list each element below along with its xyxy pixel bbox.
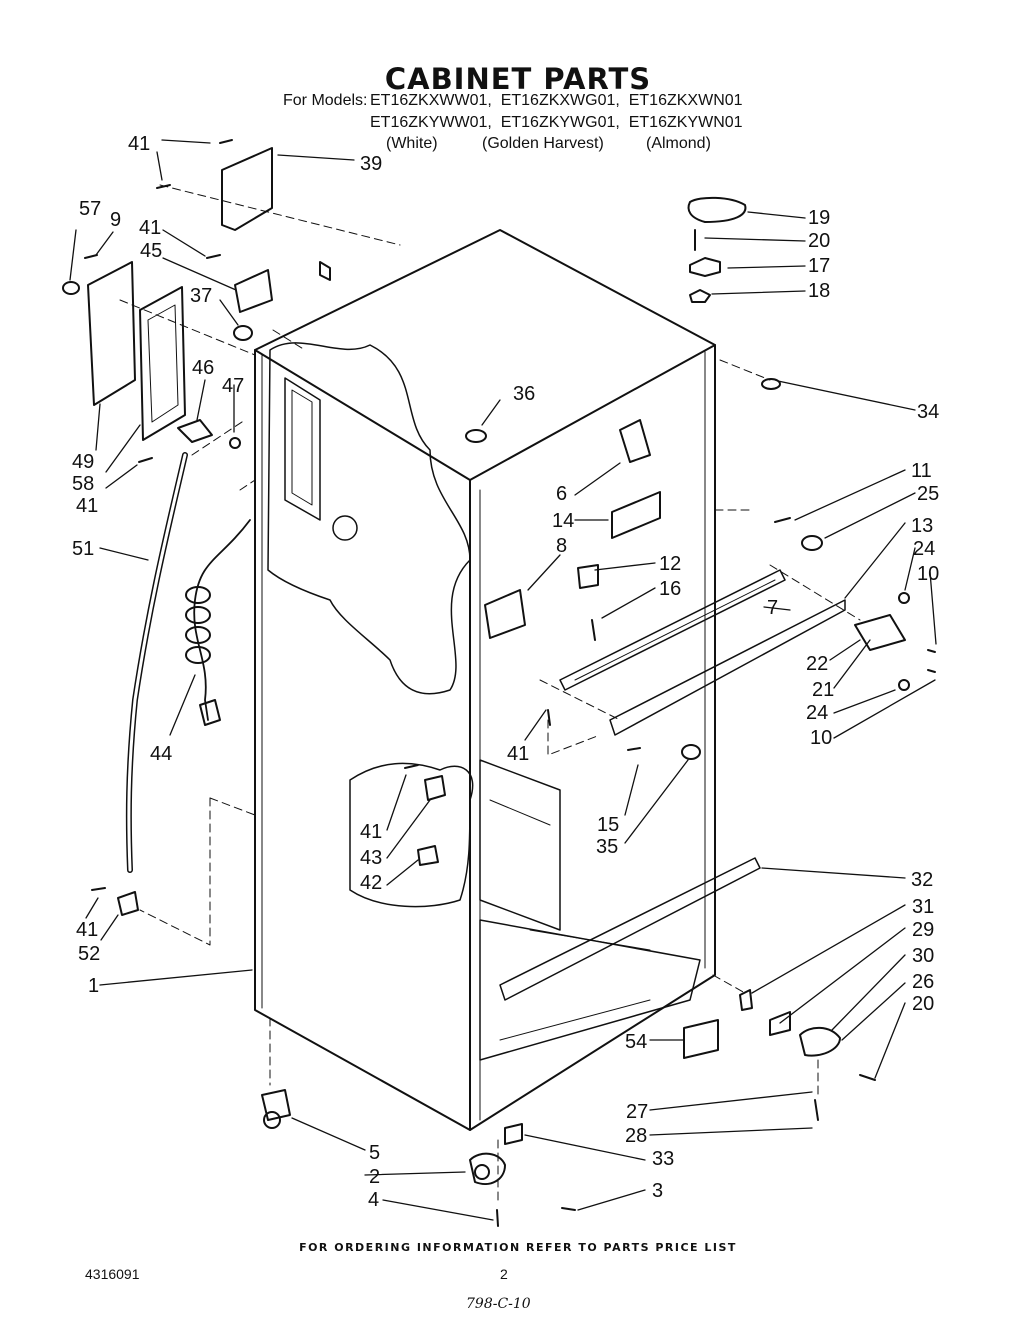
callout-14: 14 bbox=[552, 510, 574, 532]
callout-41: 41 bbox=[360, 821, 382, 843]
callout-35: 35 bbox=[596, 836, 618, 858]
grille-39 bbox=[221, 147, 273, 231]
power-cord-44 bbox=[193, 519, 251, 721]
callout-13: 13 bbox=[911, 515, 933, 537]
water-line-51 bbox=[125, 452, 188, 873]
callout-10: 10 bbox=[917, 563, 939, 585]
callout-25: 25 bbox=[917, 483, 939, 505]
roller-2 bbox=[469, 1152, 506, 1185]
callout-27: 27 bbox=[626, 1101, 648, 1123]
callout-41: 41 bbox=[128, 133, 150, 155]
callout-52: 52 bbox=[78, 943, 100, 965]
callout-21: 21 bbox=[812, 679, 834, 701]
callout-1: 1 bbox=[88, 975, 99, 997]
callout-6: 6 bbox=[556, 483, 567, 505]
callout-22: 22 bbox=[806, 653, 828, 675]
callout-11: 11 bbox=[911, 460, 932, 482]
models-line-1: ET16ZKXWW01, ET16ZKXWG01, ET16ZKXWN01 bbox=[370, 92, 743, 109]
callout-42: 42 bbox=[360, 872, 382, 894]
rail-13 bbox=[609, 599, 846, 736]
callout-37: 37 bbox=[190, 285, 212, 307]
page-number: 2 bbox=[500, 1266, 508, 1282]
hinge-bracket-6 bbox=[619, 419, 651, 463]
callout-2: 2 bbox=[369, 1166, 380, 1188]
callout-58: 58 bbox=[72, 473, 94, 495]
gasket-58 bbox=[139, 286, 186, 441]
callout-57: 57 bbox=[79, 198, 101, 220]
callout-32: 32 bbox=[911, 869, 933, 891]
callout-49: 49 bbox=[72, 451, 94, 473]
callout-24: 24 bbox=[806, 702, 828, 724]
color-white: (White) bbox=[386, 135, 438, 152]
callout-20: 20 bbox=[912, 993, 934, 1015]
callout-54: 54 bbox=[625, 1031, 647, 1053]
callout-16: 16 bbox=[659, 578, 681, 600]
callout-36: 36 bbox=[513, 383, 535, 405]
lower-cutaway bbox=[349, 762, 474, 908]
callout-18: 18 bbox=[808, 280, 830, 302]
callout-51: 51 bbox=[72, 538, 94, 560]
page-title: CABINET PARTS bbox=[384, 62, 652, 96]
callout-34: 34 bbox=[917, 401, 939, 423]
callout-43: 43 bbox=[360, 847, 382, 869]
callout-9: 9 bbox=[110, 209, 121, 231]
callout-33: 33 bbox=[652, 1148, 674, 1170]
callout-5: 5 bbox=[369, 1142, 380, 1164]
callout-10: 10 bbox=[810, 727, 832, 749]
callout-28: 28 bbox=[625, 1125, 647, 1147]
callout-26: 26 bbox=[912, 971, 934, 993]
callout-12: 12 bbox=[659, 553, 681, 575]
trim-49 bbox=[87, 261, 136, 406]
callout-8: 8 bbox=[556, 535, 567, 557]
callout-47: 47 bbox=[222, 375, 244, 397]
cabinet-top bbox=[254, 229, 716, 481]
callout-41: 41 bbox=[76, 495, 98, 517]
callout-20: 20 bbox=[808, 230, 830, 252]
roller-5 bbox=[261, 1089, 291, 1121]
callout-15: 15 bbox=[597, 814, 619, 836]
rail-32 bbox=[499, 857, 761, 1001]
ordering-note: FOR ORDERING INFORMATION REFER TO PARTS … bbox=[299, 1241, 737, 1254]
callout-39: 39 bbox=[360, 153, 382, 175]
assembly-lines bbox=[119, 184, 861, 1201]
callout-24: 24 bbox=[913, 538, 935, 560]
callout-41: 41 bbox=[76, 919, 98, 941]
cabinet-side bbox=[469, 344, 716, 1131]
document-number: 4316091 bbox=[85, 1266, 140, 1282]
callout-31: 31 bbox=[912, 896, 934, 918]
top-hinge-cover bbox=[687, 196, 747, 223]
leader-lines bbox=[69, 139, 937, 1221]
callout-30: 30 bbox=[912, 945, 934, 967]
callout-17: 17 bbox=[808, 255, 830, 277]
callout-29: 29 bbox=[912, 919, 934, 941]
callout-4: 4 bbox=[368, 1189, 379, 1211]
callout-45: 45 bbox=[140, 240, 162, 262]
callout-3: 3 bbox=[652, 1180, 663, 1202]
handwritten-note: 798-C-10 bbox=[466, 1296, 531, 1312]
color-golden-harvest: (Golden Harvest) bbox=[482, 135, 604, 152]
rail-7 bbox=[559, 569, 786, 691]
callout-46: 46 bbox=[192, 357, 214, 379]
bottom-hinge-26 bbox=[799, 1026, 841, 1057]
callout-44: 44 bbox=[150, 743, 172, 765]
callout-41: 41 bbox=[507, 743, 529, 765]
callout-41: 41 bbox=[139, 217, 161, 239]
callout-19: 19 bbox=[808, 207, 830, 229]
callout-7: 7 bbox=[767, 597, 778, 619]
cabinet-front-face bbox=[254, 349, 471, 1131]
models-line-2: ET16ZKYWW01, ET16ZKYWG01, ET16ZKYWN01 bbox=[370, 114, 743, 131]
models-prefix: For Models: bbox=[283, 92, 368, 109]
upper-cutaway bbox=[267, 342, 471, 695]
color-almond: (Almond) bbox=[646, 135, 711, 152]
hinge-plate-14 bbox=[611, 491, 661, 539]
